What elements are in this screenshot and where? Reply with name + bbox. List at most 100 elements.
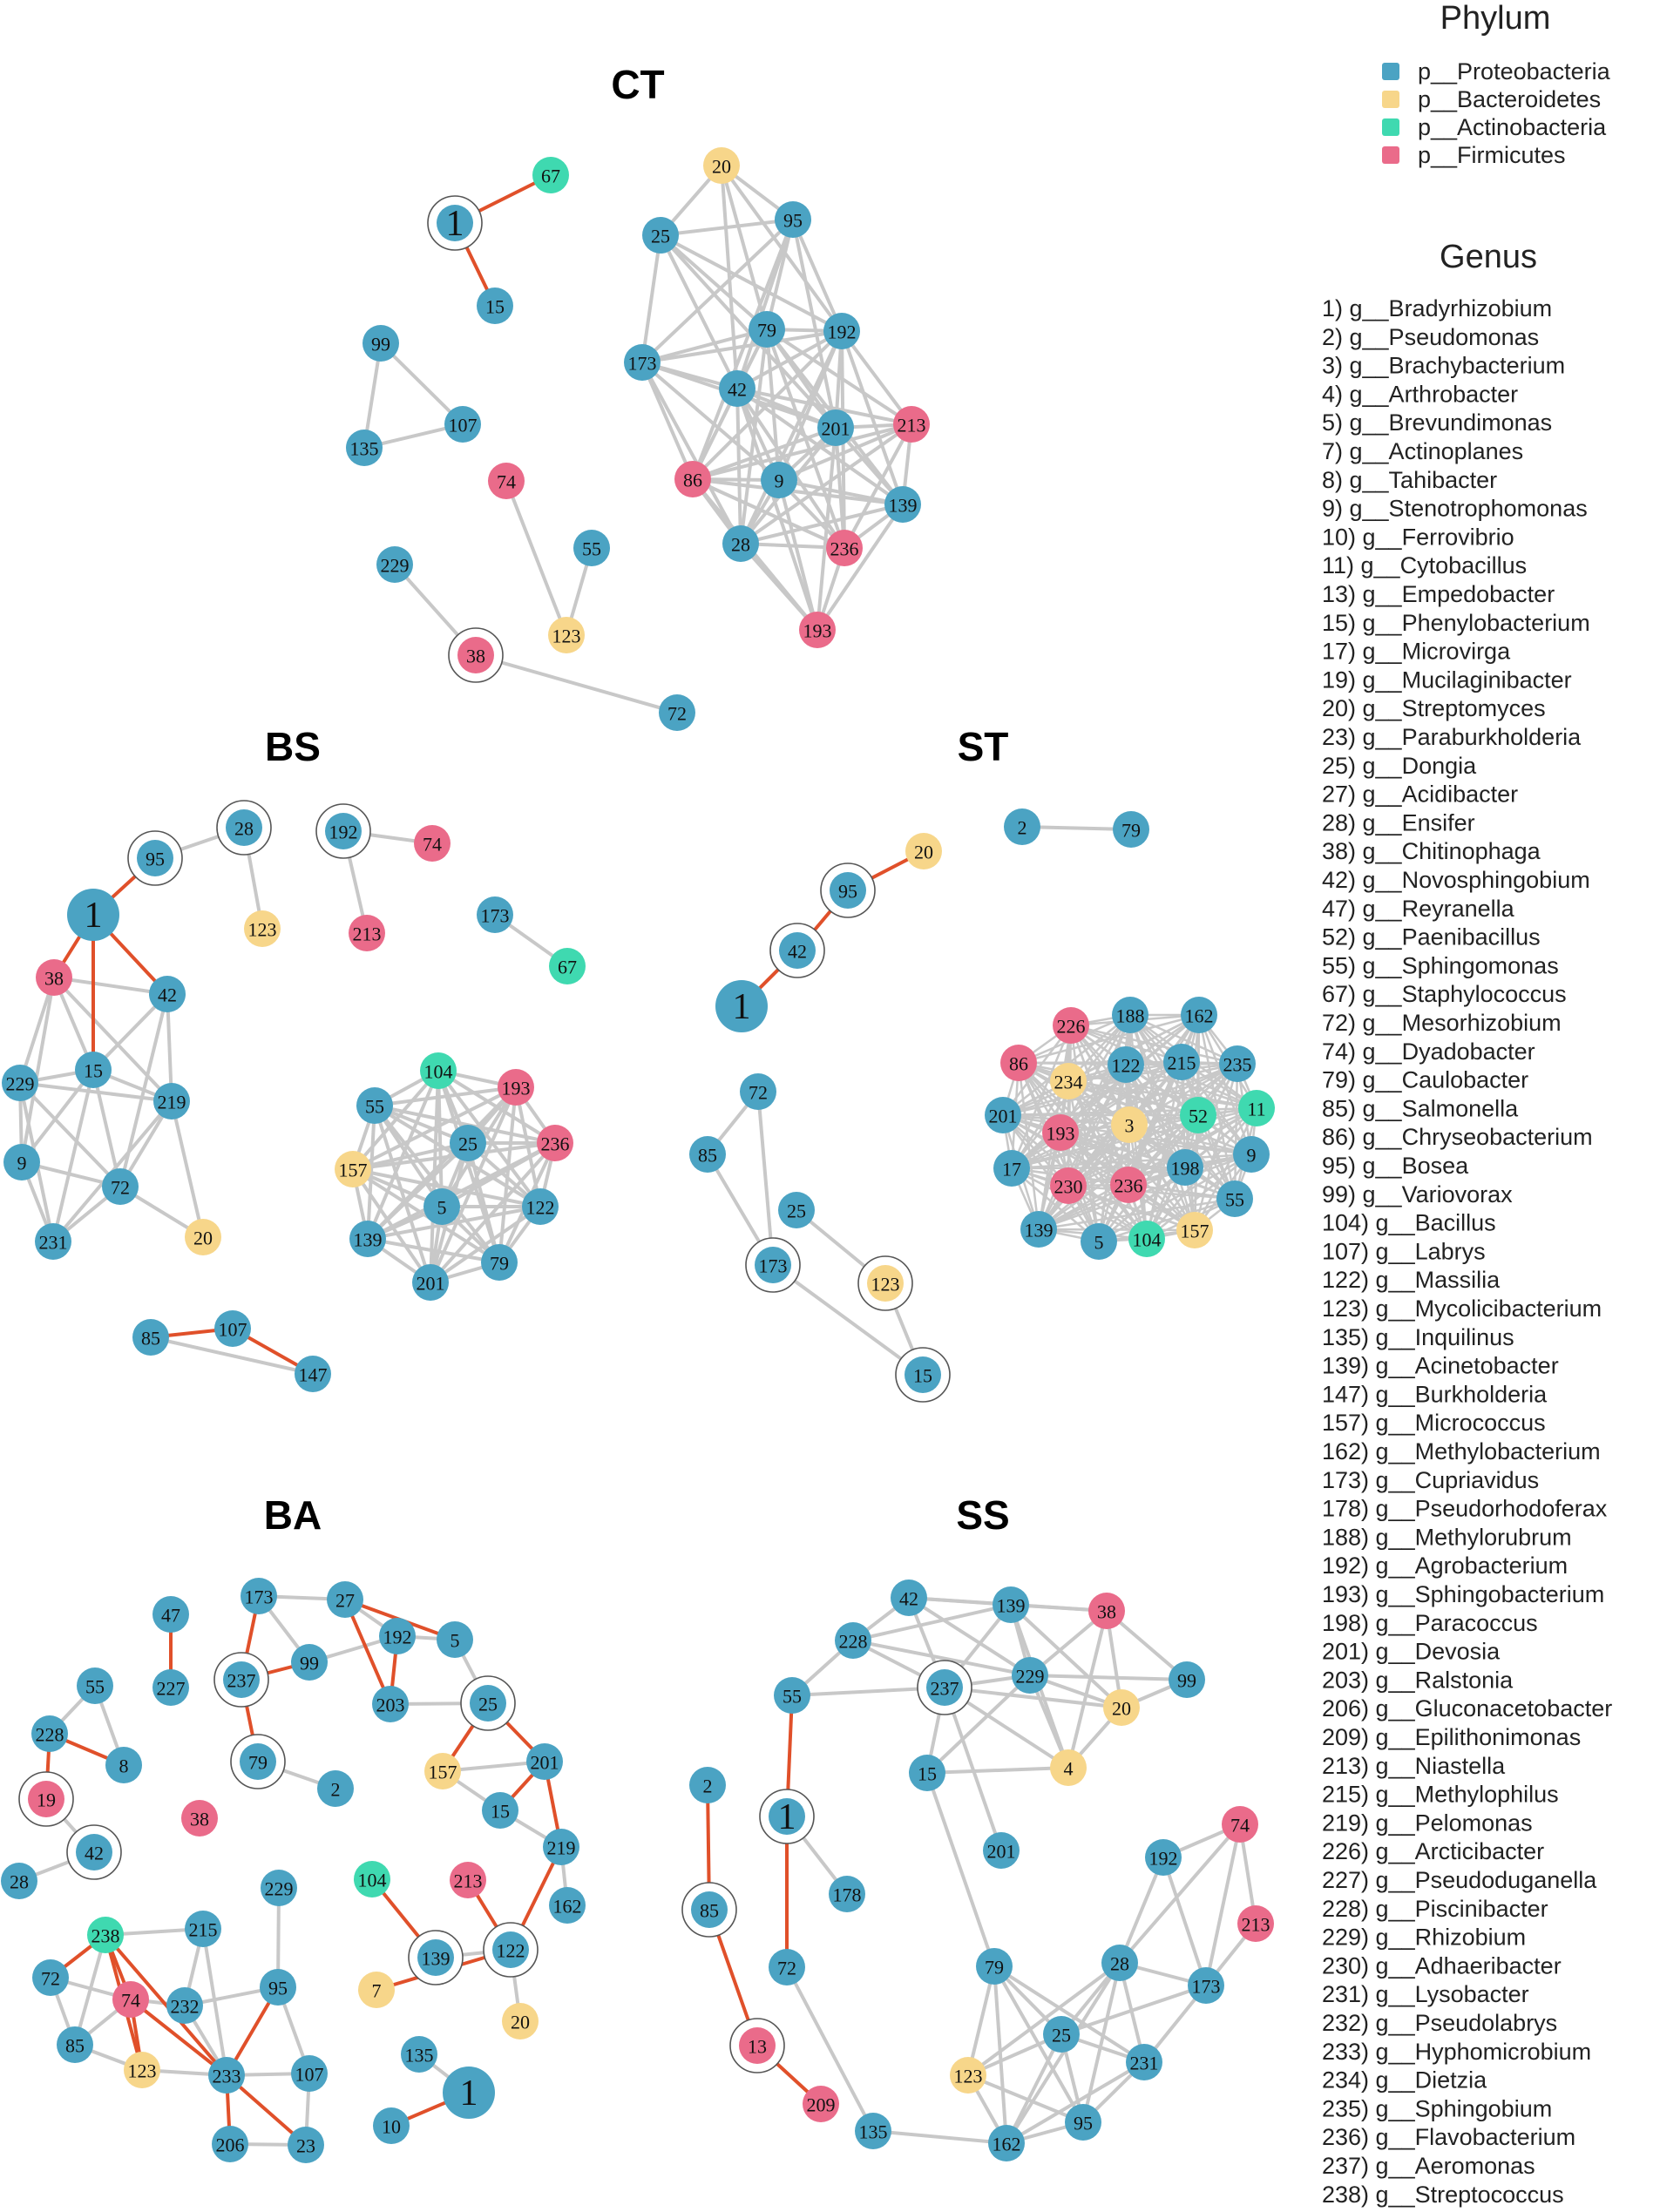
node-circle xyxy=(185,1219,221,1255)
edge-positive xyxy=(640,218,795,364)
node-circle xyxy=(774,1677,810,1714)
node-label: 15 xyxy=(491,1801,510,1823)
node-label: 107 xyxy=(219,1319,247,1341)
node-label: 235 xyxy=(1223,1054,1252,1076)
genus-legend-item: 42) g__Novosphingobium xyxy=(1322,867,1590,893)
genus-legend-item: 2) g__Pseudomonas xyxy=(1322,324,1539,350)
node-circle xyxy=(443,2067,495,2119)
node-label: 157 xyxy=(429,1762,457,1783)
node-label: 95 xyxy=(146,849,165,870)
node-circle xyxy=(457,637,494,673)
edge-positive xyxy=(1098,1153,1252,1243)
node-bs-72: 72 xyxy=(102,1168,139,1205)
genus-legend-item: 3) g__Brachybacterium xyxy=(1322,353,1565,379)
node-bs-67: 67 xyxy=(549,948,586,984)
node-circle xyxy=(149,976,186,1012)
node-ss-228: 228 xyxy=(835,1622,871,1659)
edge-positive xyxy=(1067,1062,1238,1187)
node-bs-55: 55 xyxy=(356,1087,393,1124)
node-circle xyxy=(488,463,525,499)
node-circle xyxy=(749,311,785,348)
genus-legend-item: 67) g__Staphylococcus xyxy=(1322,981,1567,1007)
node-ct-95: 95 xyxy=(775,201,811,238)
edge-positive xyxy=(660,218,794,237)
node-circle xyxy=(993,1586,1029,1623)
edge-positive xyxy=(366,1141,470,1241)
node-ct-213: 213 xyxy=(893,406,930,443)
node-circle xyxy=(288,2127,324,2163)
node-circle xyxy=(373,2107,410,2144)
node-label: 139 xyxy=(1025,1220,1054,1241)
node-ss-231: 231 xyxy=(1126,2044,1162,2080)
node-label: 95 xyxy=(1074,2113,1093,2134)
node-ba-227: 227 xyxy=(152,1669,189,1706)
node-circle xyxy=(450,1862,486,1898)
node-label: 28 xyxy=(731,534,750,556)
phylum-label: p__Proteobacteria xyxy=(1418,58,1611,85)
genus-legend-item: 99) g__Variovorax xyxy=(1322,1181,1513,1207)
edge-positive xyxy=(1010,1025,1073,1169)
node-bs-1: 1 xyxy=(67,889,119,941)
phylum-label: p__Actinobacteria xyxy=(1418,114,1607,140)
node-label: 192 xyxy=(329,822,358,843)
node-st-157: 157 xyxy=(1176,1212,1213,1248)
node-circle xyxy=(549,1887,586,1924)
genus-legend-item: 231) g__Lysobacter xyxy=(1322,1981,1529,2007)
node-label: 72 xyxy=(749,1082,768,1104)
node-circle xyxy=(1219,1045,1256,1082)
node-label: 173 xyxy=(245,1586,274,1608)
node-label: 219 xyxy=(158,1092,186,1113)
node-circle xyxy=(803,2086,839,2122)
edge-positive xyxy=(756,1091,775,1266)
node-ss-20: 20 xyxy=(1103,1689,1140,1726)
node-label: 38 xyxy=(466,646,485,667)
node-label: 47 xyxy=(161,1605,180,1627)
node-ct-123: 123 xyxy=(548,617,585,653)
node-label: 52 xyxy=(1189,1106,1208,1127)
node-label: 231 xyxy=(1130,2053,1159,2074)
node-st-95: 95 xyxy=(820,862,876,918)
node-label: 38 xyxy=(190,1809,209,1830)
genus-legend-item: 20) g__Streptomyces xyxy=(1322,695,1546,721)
edge-positive xyxy=(852,1639,1031,1677)
edge-positive xyxy=(777,479,819,631)
node-st-2: 2 xyxy=(1004,808,1040,845)
genus-legend-item: 17) g__Microvirga xyxy=(1322,639,1511,665)
node-circle xyxy=(909,1755,945,1791)
node-label: 86 xyxy=(683,470,702,491)
node-label: 55 xyxy=(582,538,601,560)
node-st-86: 86 xyxy=(1000,1045,1037,1081)
node-st-123: 123 xyxy=(857,1255,913,1311)
node-st-104: 104 xyxy=(1128,1221,1165,1257)
node-label: 5 xyxy=(437,1197,447,1219)
node-ct-74: 74 xyxy=(488,463,525,499)
genus-legend-item: 4) g__Arthrobacter xyxy=(1322,381,1518,407)
node-label: 215 xyxy=(189,1919,218,1941)
node-label: 157 xyxy=(1181,1221,1209,1242)
edge-positive xyxy=(1011,1166,1186,1170)
node-circle xyxy=(424,1753,461,1789)
node-ss-123: 123 xyxy=(950,2057,986,2094)
node-label: 79 xyxy=(490,1253,509,1275)
edge-positive xyxy=(1005,1961,1121,2145)
node-circle xyxy=(1088,1593,1125,1629)
node-circle xyxy=(817,409,854,446)
node-circle xyxy=(240,1743,276,1780)
node-ss-178: 178 xyxy=(829,1876,865,1912)
node-bs-219: 219 xyxy=(153,1083,190,1120)
edge-positive xyxy=(967,2073,1084,2124)
node-circle xyxy=(1112,997,1148,1033)
node-circle xyxy=(891,1580,927,1616)
node-ct-173: 173 xyxy=(624,344,661,381)
edge-positive xyxy=(1038,1228,1196,1232)
genus-legend-item: 123) g__Mycolicibacterium xyxy=(1322,1295,1602,1322)
node-circle xyxy=(67,889,119,941)
node-ba-206: 206 xyxy=(212,2126,248,2162)
node-circle xyxy=(481,1244,518,1281)
node-bs-173: 173 xyxy=(477,896,513,933)
node-circle xyxy=(775,201,811,238)
node-circle xyxy=(703,147,740,184)
node-bs-122: 122 xyxy=(522,1188,559,1225)
node-label: 99 xyxy=(1177,1670,1196,1692)
edge-positive xyxy=(373,1105,432,1283)
